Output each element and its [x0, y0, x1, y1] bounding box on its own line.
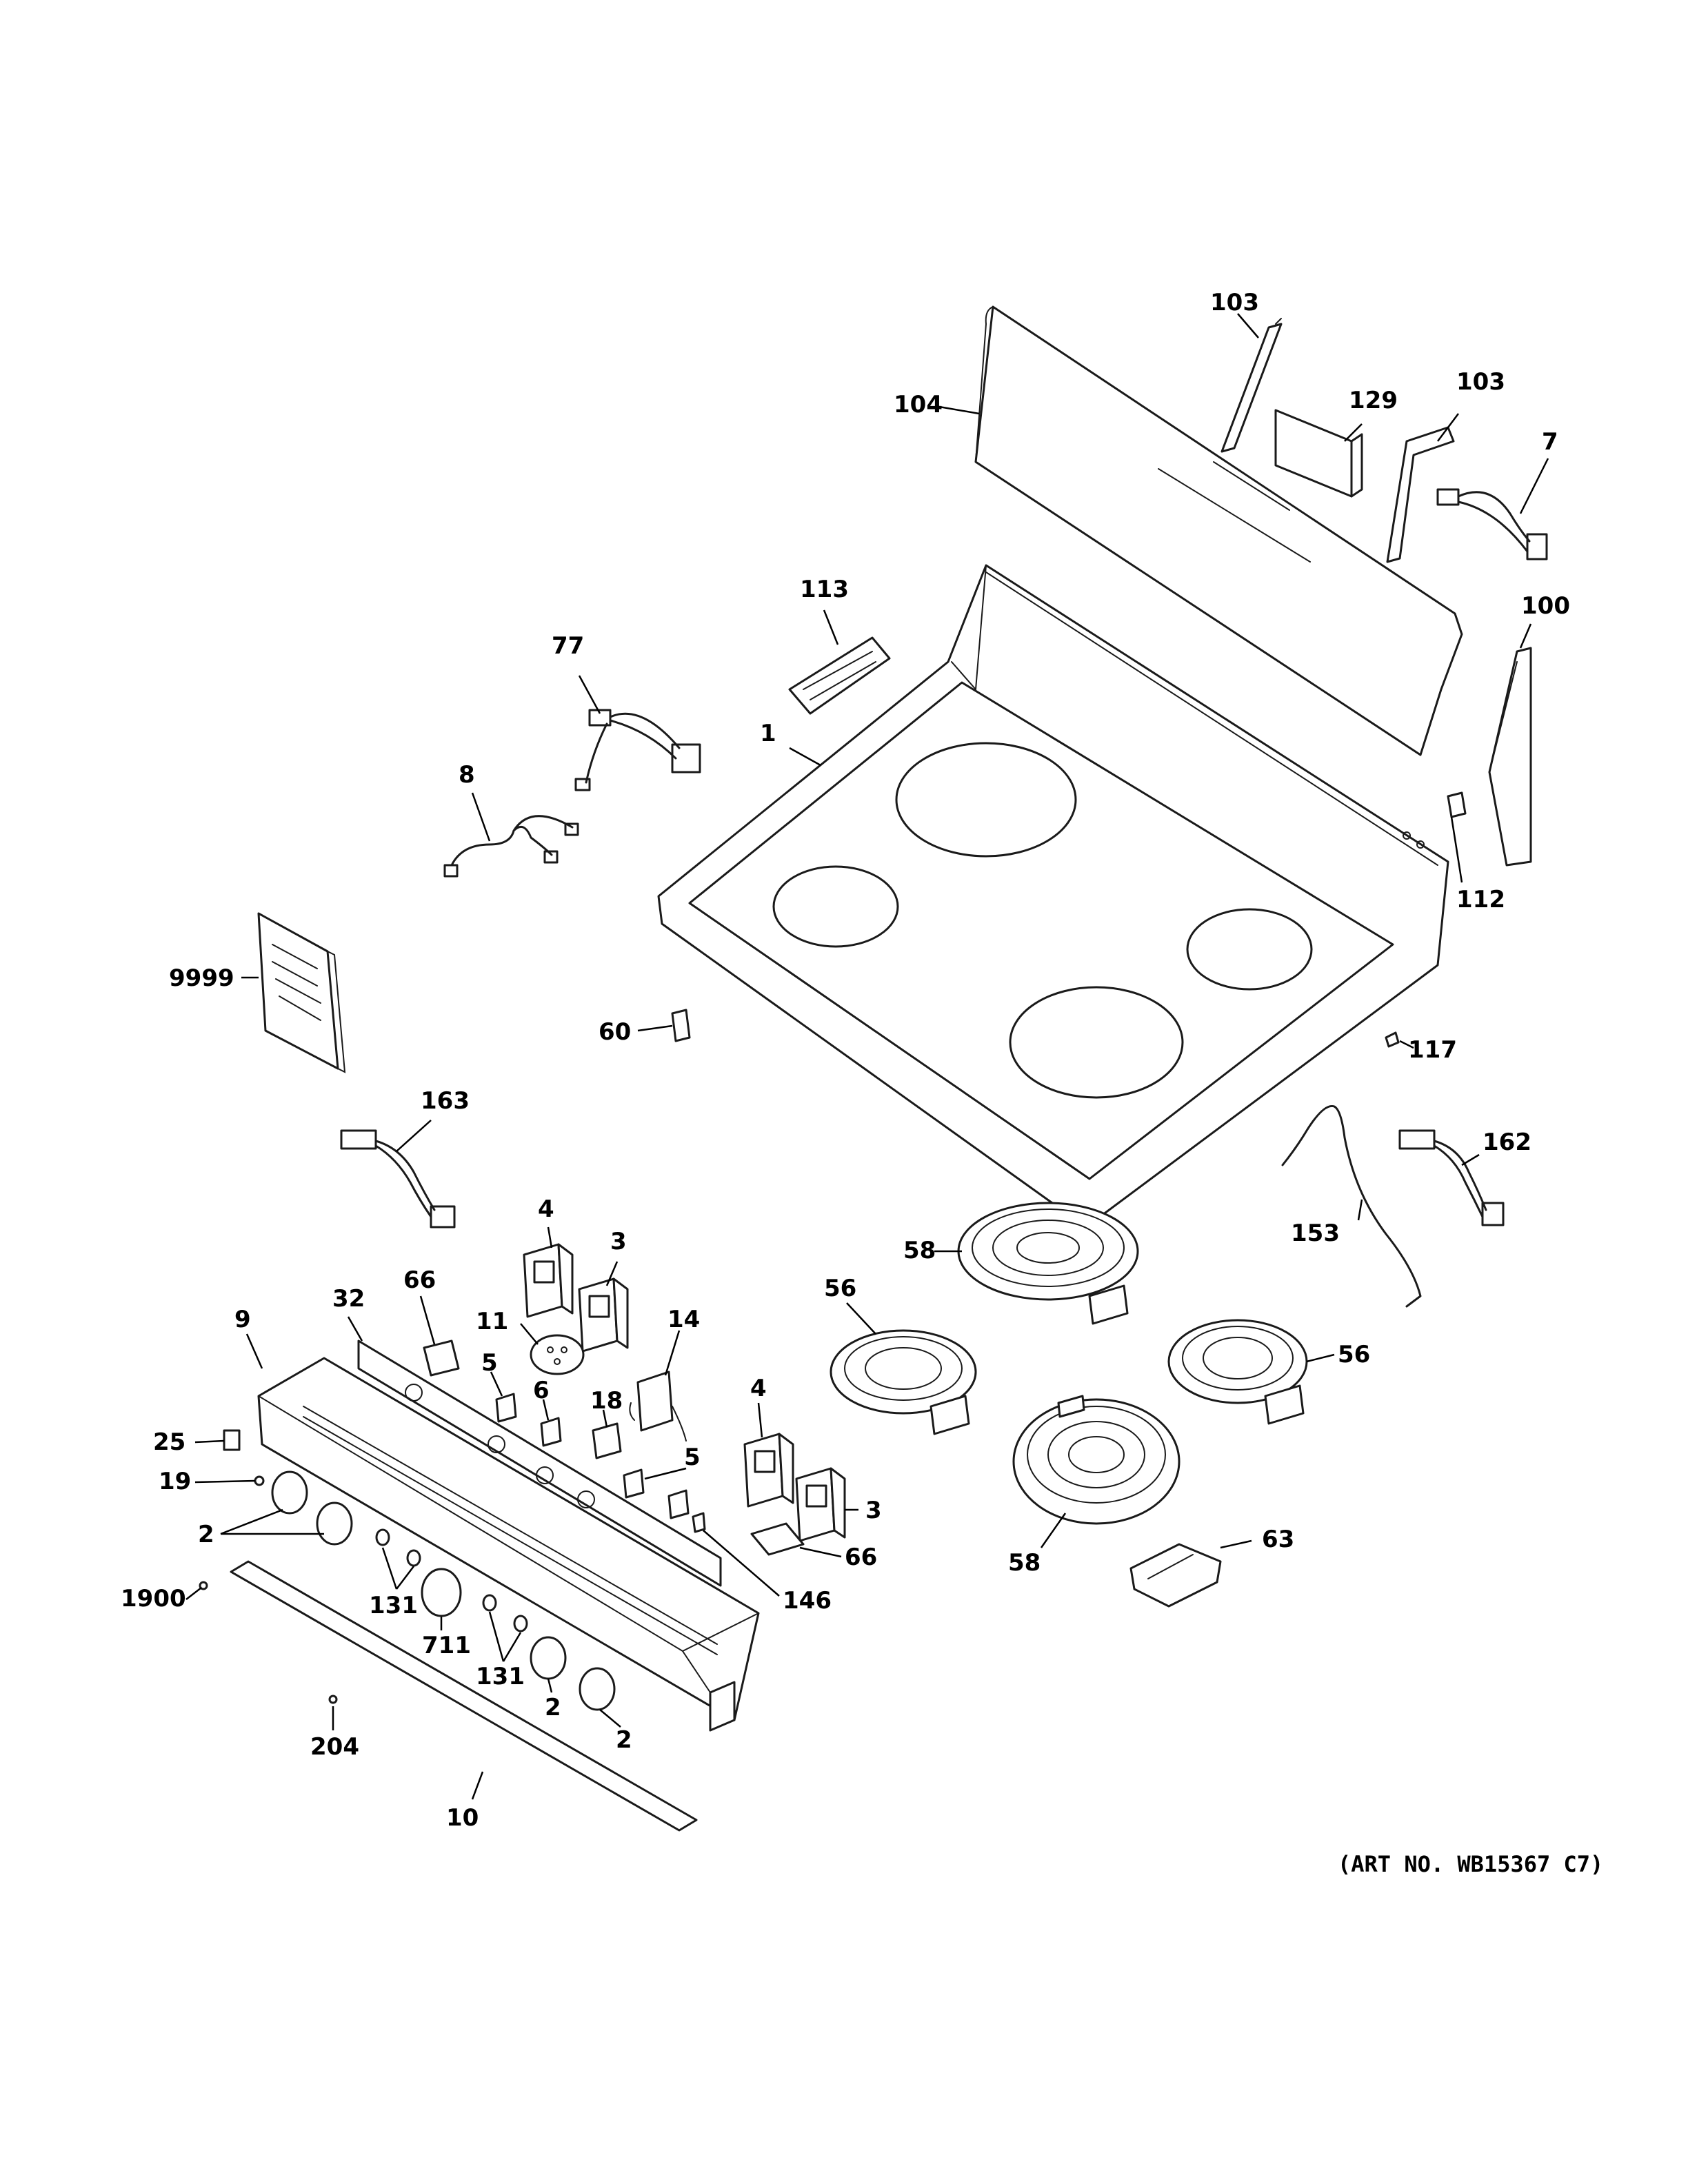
- owner-manual-part: [257, 912, 346, 1073]
- callout-label: 60: [599, 1018, 631, 1046]
- callout-label: 56: [1338, 1341, 1370, 1368]
- bracket-part-63: [1129, 1543, 1222, 1608]
- callout-label: 113: [800, 576, 849, 603]
- callout-label: 77: [552, 632, 584, 660]
- callout-label: 10: [446, 1804, 479, 1832]
- callout-label: 131: [476, 1663, 525, 1690]
- callout-label: 2: [198, 1521, 214, 1548]
- switch-part-6: [540, 1417, 562, 1447]
- callout-labels: 103 103 104 129 7 113 100 77 1 8 112 999…: [121, 289, 1570, 1832]
- callout-label: 9999: [169, 964, 234, 992]
- surface-element-part-56-right: [1167, 1319, 1308, 1425]
- knob-part-711: [421, 1568, 462, 1617]
- clip-part-112: [1447, 791, 1467, 818]
- wire-harness-part-162: [1398, 1129, 1505, 1226]
- bracket-part-left: [1220, 318, 1283, 453]
- callout-label: 18: [590, 1387, 623, 1415]
- switch-part-18: [592, 1422, 622, 1459]
- switch-part-5-upper: [495, 1393, 517, 1423]
- wire-harness-part-7: [1436, 488, 1548, 560]
- cooktop-part: [657, 564, 1449, 1228]
- callout-label: 5: [684, 1444, 701, 1471]
- wire-harness-part-77: [574, 709, 701, 791]
- callout-label: 162: [1483, 1129, 1531, 1156]
- callout-label: 3: [865, 1497, 882, 1524]
- side-bracket-part: [1488, 647, 1532, 867]
- leader-lines: [185, 313, 1549, 1800]
- disc-part-11: [530, 1334, 585, 1375]
- wire-harness-part-8: [443, 815, 579, 878]
- callout-label: 9: [234, 1306, 251, 1333]
- callout-label: 1900: [121, 1585, 186, 1612]
- callout-label: 146: [783, 1587, 832, 1615]
- screw-part-1900: [199, 1581, 208, 1590]
- callout-label: 117: [1408, 1036, 1457, 1064]
- callout-label: 2: [545, 1694, 561, 1721]
- sensor-rod-part: [1281, 1104, 1422, 1308]
- switch-part-3-upper: [578, 1277, 629, 1353]
- callout-label: 63: [1262, 1526, 1294, 1553]
- callout-label: 153: [1291, 1220, 1340, 1247]
- art-number-label: (ART NO. WB15367 C7): [1338, 1851, 1604, 1877]
- surface-element-part-58-lower: [1012, 1395, 1180, 1525]
- callout-label: 66: [845, 1544, 877, 1571]
- callout-label: 104: [894, 391, 943, 418]
- insert-part-131: [375, 1528, 528, 1632]
- callout-label: 19: [159, 1468, 191, 1495]
- callout-label: 4: [538, 1195, 554, 1223]
- switch-part-3-lower: [795, 1467, 846, 1542]
- control-panel-part: [257, 1357, 760, 1732]
- callout-label: 204: [310, 1733, 359, 1761]
- surface-element-part-56-left: [830, 1329, 977, 1435]
- control-board-part: [1274, 409, 1363, 498]
- callout-label: 711: [422, 1632, 471, 1659]
- callout-label: 32: [332, 1285, 365, 1313]
- callout-label: 2: [616, 1726, 632, 1754]
- callout-label: 14: [667, 1306, 700, 1333]
- callout-label: 1: [760, 720, 776, 747]
- switch-part-25: [223, 1429, 241, 1451]
- callout-label: 25: [153, 1428, 185, 1456]
- callout-label: 3: [610, 1228, 627, 1255]
- bracket-part-66-lower: [750, 1522, 805, 1556]
- callout-label: 129: [1349, 387, 1398, 414]
- callout-label: 11: [476, 1308, 508, 1335]
- callout-label: 131: [369, 1592, 418, 1619]
- callout-label: 58: [1008, 1549, 1041, 1577]
- knob-part-2-c: [530, 1636, 567, 1680]
- surface-element-part-58-upper: [957, 1202, 1139, 1325]
- switch-part-4-upper: [523, 1243, 574, 1318]
- screw-part-19: [254, 1475, 265, 1486]
- callout-label: 7: [1542, 428, 1558, 456]
- bracket-part-66-upper: [423, 1339, 460, 1377]
- knob-part-2-a: [271, 1470, 308, 1515]
- knob-part-2-d: [579, 1667, 616, 1711]
- insulation-part: [788, 636, 891, 715]
- callout-label: 5: [481, 1349, 498, 1377]
- switch-part-4-lower: [743, 1433, 794, 1508]
- callout-label: 6: [533, 1377, 550, 1404]
- callout-label: 103: [1210, 289, 1259, 316]
- switch-part-5-lower: [623, 1468, 690, 1519]
- trim-part: [230, 1560, 698, 1832]
- callout-label: 100: [1521, 592, 1570, 620]
- panel-brace-part: [303, 1339, 722, 1655]
- callout-label: 66: [403, 1266, 436, 1294]
- callout-label: 8: [459, 761, 475, 789]
- callout-label: 4: [750, 1375, 767, 1402]
- callout-label: 163: [421, 1087, 470, 1115]
- backsplash-part: [974, 305, 1463, 756]
- switch-part-14: [629, 1371, 687, 1442]
- callout-label: 112: [1456, 886, 1505, 913]
- clip-part-146: [692, 1512, 706, 1533]
- screw-part-204: [328, 1695, 338, 1704]
- wire-harness-part-163: [340, 1129, 456, 1228]
- callout-label: 58: [903, 1237, 936, 1264]
- knob-part-2-b: [316, 1502, 353, 1546]
- screw-part-117: [1385, 1031, 1400, 1048]
- clip-part-60: [671, 1009, 691, 1042]
- callout-label: 103: [1456, 368, 1505, 396]
- callout-label: 56: [824, 1275, 856, 1302]
